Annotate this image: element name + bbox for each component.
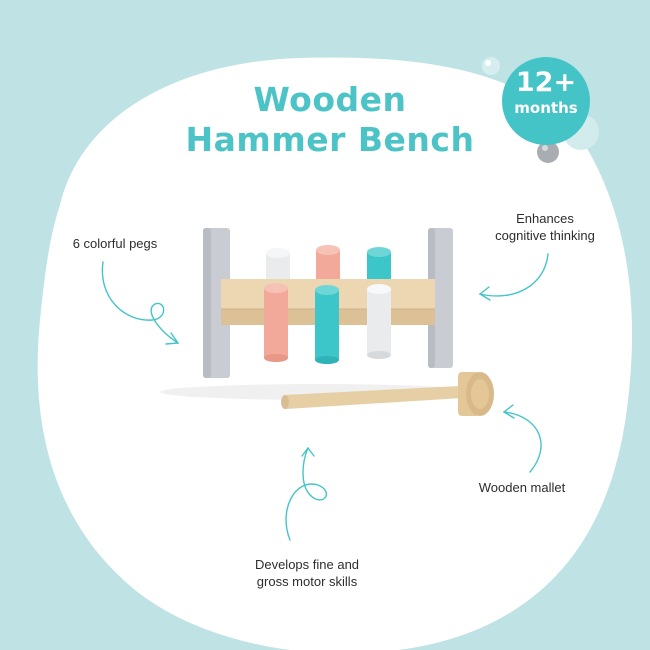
peg bbox=[367, 284, 391, 359]
feature-cognitive-label: Enhances cognitive thinking bbox=[470, 210, 620, 244]
feature-mallet-label: Wooden mallet bbox=[478, 480, 566, 495]
feature-cognitive-line-2: cognitive thinking bbox=[495, 228, 595, 243]
arrow-icon bbox=[502, 404, 542, 473]
arrow-icon bbox=[285, 446, 328, 541]
title-line-2: Hammer Bench bbox=[185, 120, 475, 159]
feature-cognitive-line-1: Enhances bbox=[516, 211, 574, 226]
feature-motor-line-1: Develops fine and bbox=[254, 557, 360, 572]
age-unit: months bbox=[514, 99, 578, 117]
peg bbox=[315, 285, 339, 364]
arrow-icon bbox=[478, 253, 549, 301]
age-value: 12+ bbox=[515, 67, 577, 98]
title-line-1: Wooden bbox=[253, 80, 407, 119]
bubble-icon bbox=[482, 57, 500, 75]
peg bbox=[264, 283, 288, 362]
arrow-icon bbox=[101, 261, 180, 345]
bench-left-frame bbox=[203, 228, 230, 378]
bubble-icon bbox=[537, 141, 559, 163]
feature-pegs-label: 6 colorful pegs bbox=[72, 236, 158, 251]
feature-motor-label: Develops fine and gross motor skills bbox=[232, 556, 382, 590]
age-badge: 12+ months bbox=[502, 57, 590, 145]
feature-motor-line-2: gross motor skills bbox=[256, 574, 358, 589]
wooden-mallet bbox=[281, 372, 494, 416]
